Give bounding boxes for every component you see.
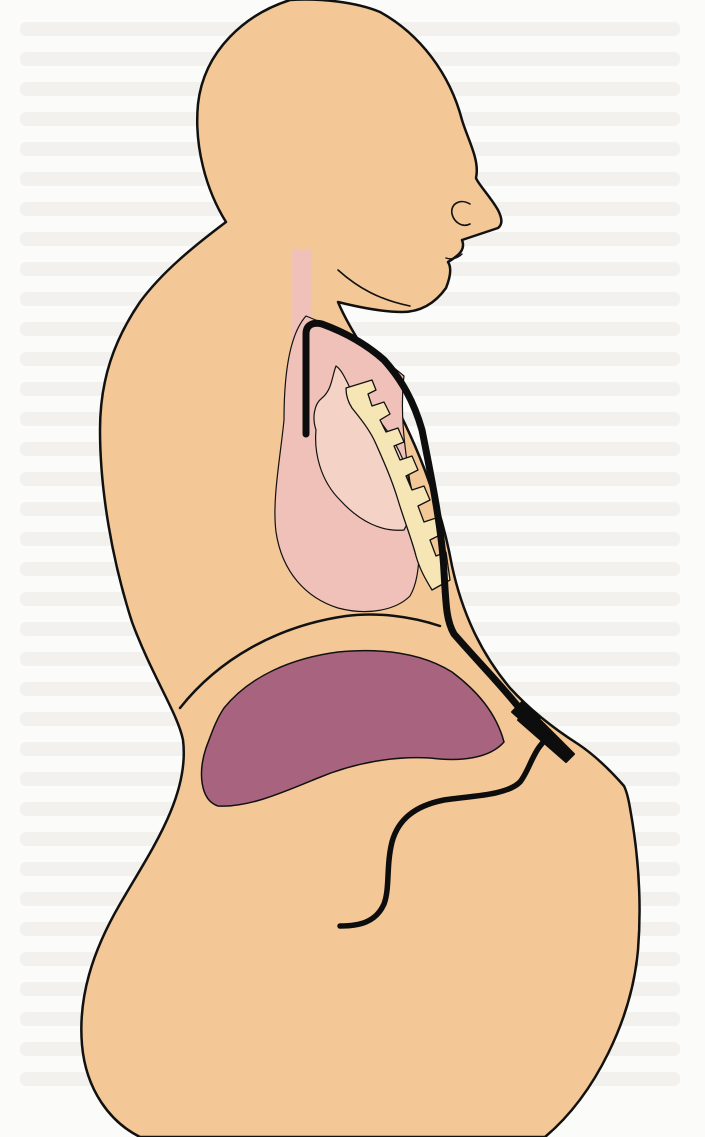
figure-stage [0, 0, 705, 1137]
anatomy-illustration [0, 0, 705, 1137]
